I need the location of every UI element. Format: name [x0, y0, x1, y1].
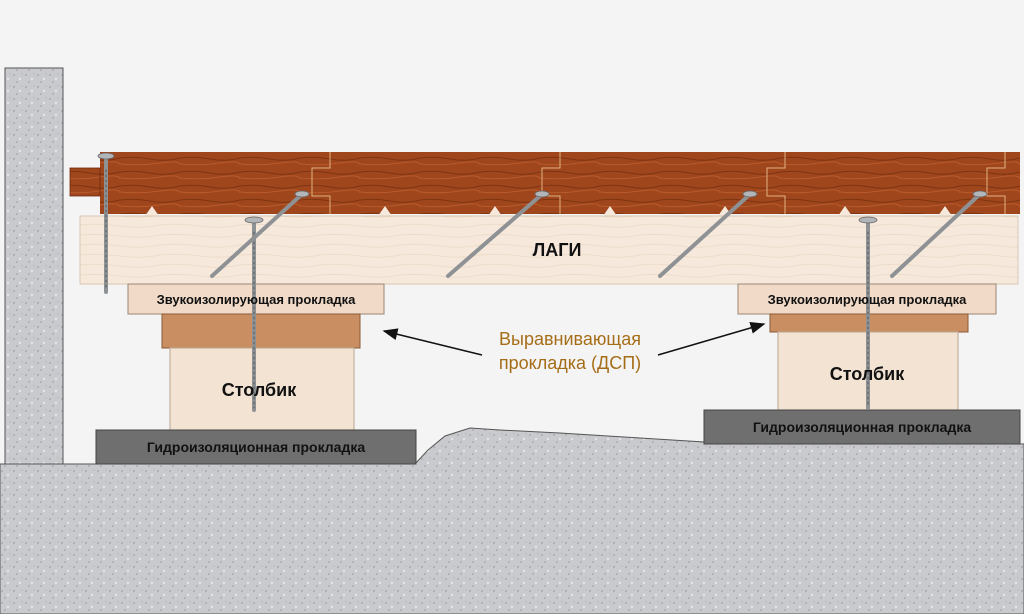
sound-pad-left-label: Звукоизолирующая прокладка	[157, 292, 357, 307]
post-left	[169, 347, 355, 433]
post-right-label: Столбик	[830, 364, 906, 384]
joist-beam	[79, 215, 1019, 285]
waterproof-pad-left	[95, 429, 417, 465]
leveling-pad-left	[161, 313, 361, 349]
leveling-label-line1: Выравнивающая	[499, 329, 641, 349]
sound-pad-right-label: Звукоизолирующая прокладка	[768, 292, 968, 307]
screw-icon	[104, 156, 980, 412]
joist-label: ЛАГИ	[533, 240, 582, 260]
floor-boards	[69, 152, 1020, 216]
concrete-base	[0, 427, 1024, 614]
post-left-label: Столбик	[222, 380, 298, 400]
waterproof-left-label: Гидроизоляционная прокладка	[147, 439, 365, 455]
wall	[4, 67, 64, 465]
waterproof-right-label: Гидроизоляционная прокладка	[753, 419, 971, 435]
leveling-label-line2: прокладка (ДСП)	[499, 353, 641, 373]
arrow-icon	[382, 322, 766, 356]
waterproof-pad-right	[703, 409, 1021, 445]
